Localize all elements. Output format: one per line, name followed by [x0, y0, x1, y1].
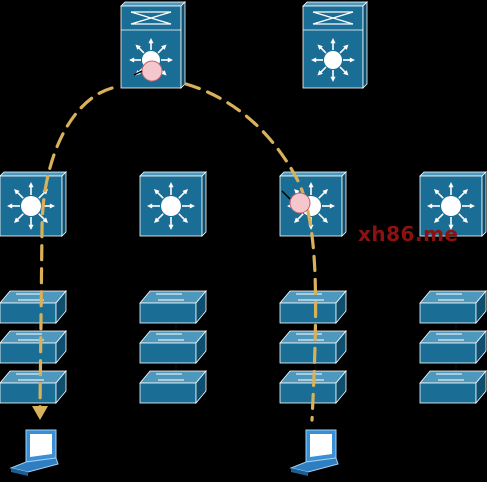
core-switch-right[interactable]: [302, 1, 368, 89]
access-switch[interactable]: [419, 369, 487, 405]
path-marker-core: [133, 60, 163, 82]
host-laptop-left[interactable]: [9, 429, 59, 476]
layer3-switch-icon: [139, 171, 207, 237]
access-switch[interactable]: [0, 289, 67, 325]
access-switch[interactable]: [139, 329, 207, 365]
access-switch[interactable]: [0, 329, 67, 365]
workgroup-switch-icon: [419, 329, 487, 365]
access-switch[interactable]: [279, 369, 347, 405]
access-switch[interactable]: [279, 289, 347, 325]
distribution-switch-4[interactable]: [419, 171, 487, 237]
arrow-down-icon: [32, 406, 48, 420]
path-segment-left: [38, 86, 114, 410]
access-stack-3: [279, 289, 347, 405]
distribution-switch-1[interactable]: [0, 171, 67, 237]
host-laptop-right[interactable]: [289, 429, 339, 476]
distribution-switch-2[interactable]: [139, 171, 207, 237]
workgroup-switch-icon: [0, 289, 67, 325]
workgroup-switch-icon: [279, 329, 347, 365]
laptop-icon: [9, 429, 59, 476]
access-stack-2: [139, 289, 207, 405]
access-switch[interactable]: [419, 289, 487, 325]
access-switch[interactable]: [419, 329, 487, 365]
circle-marker-icon: [133, 60, 163, 82]
path-marker-distribution: [281, 190, 311, 214]
workgroup-switch-icon: [139, 329, 207, 365]
workgroup-switch-icon: [419, 289, 487, 325]
laptop-icon: [289, 429, 339, 476]
traffic-path: [32, 60, 318, 422]
workgroup-switch-icon: [279, 289, 347, 325]
workgroup-switch-icon: [279, 369, 347, 405]
access-switch[interactable]: [139, 369, 207, 405]
workgroup-switch-icon: [419, 369, 487, 405]
access-switch[interactable]: [139, 289, 207, 325]
workgroup-switch-icon: [139, 289, 207, 325]
workgroup-switch-icon: [139, 369, 207, 405]
links-layer: [35, 323, 457, 375]
path-segment-right: [184, 82, 318, 422]
workgroup-switch-icon: [0, 369, 67, 405]
multilayer-switch-icon: [302, 1, 368, 89]
workgroup-switch-icon: [0, 329, 67, 365]
layer3-switch-icon: [0, 171, 67, 237]
circle-marker-icon: [281, 190, 311, 214]
access-stack-4: [419, 289, 487, 405]
access-switch[interactable]: [279, 329, 347, 365]
access-stack-1: [0, 289, 67, 405]
layer3-switch-icon: [419, 171, 487, 237]
watermark-text: xh86.me: [358, 222, 459, 246]
access-switch[interactable]: [0, 369, 67, 405]
